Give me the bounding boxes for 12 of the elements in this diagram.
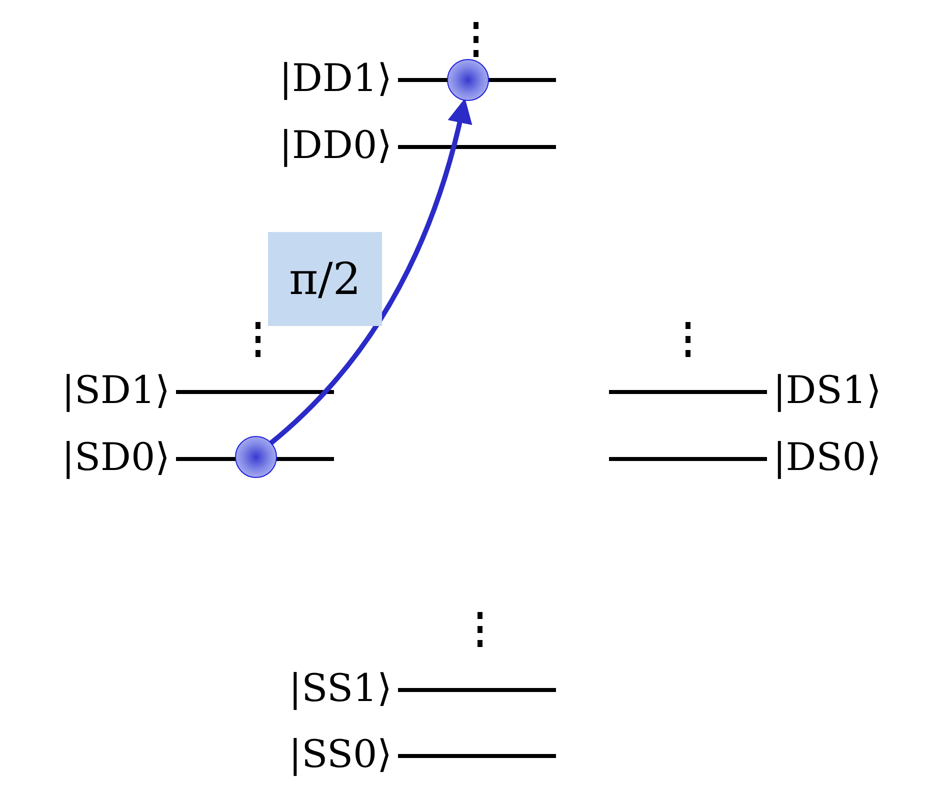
state-label: |SD0⟩ <box>62 435 170 479</box>
state-label: |SS0⟩ <box>288 732 392 776</box>
state-label: |SD1⟩ <box>62 368 170 412</box>
state-label: |DD0⟩ <box>279 123 392 167</box>
edge-label: π/2 <box>268 232 382 326</box>
atom-circle <box>447 59 489 101</box>
arrow <box>269 98 472 445</box>
state-label: |SS1⟩ <box>288 666 392 710</box>
state-label: |DS1⟩ <box>773 368 882 412</box>
atom-circle <box>235 436 277 478</box>
state-label: |DD1⟩ <box>279 56 392 100</box>
state-label: |DS0⟩ <box>773 435 882 479</box>
